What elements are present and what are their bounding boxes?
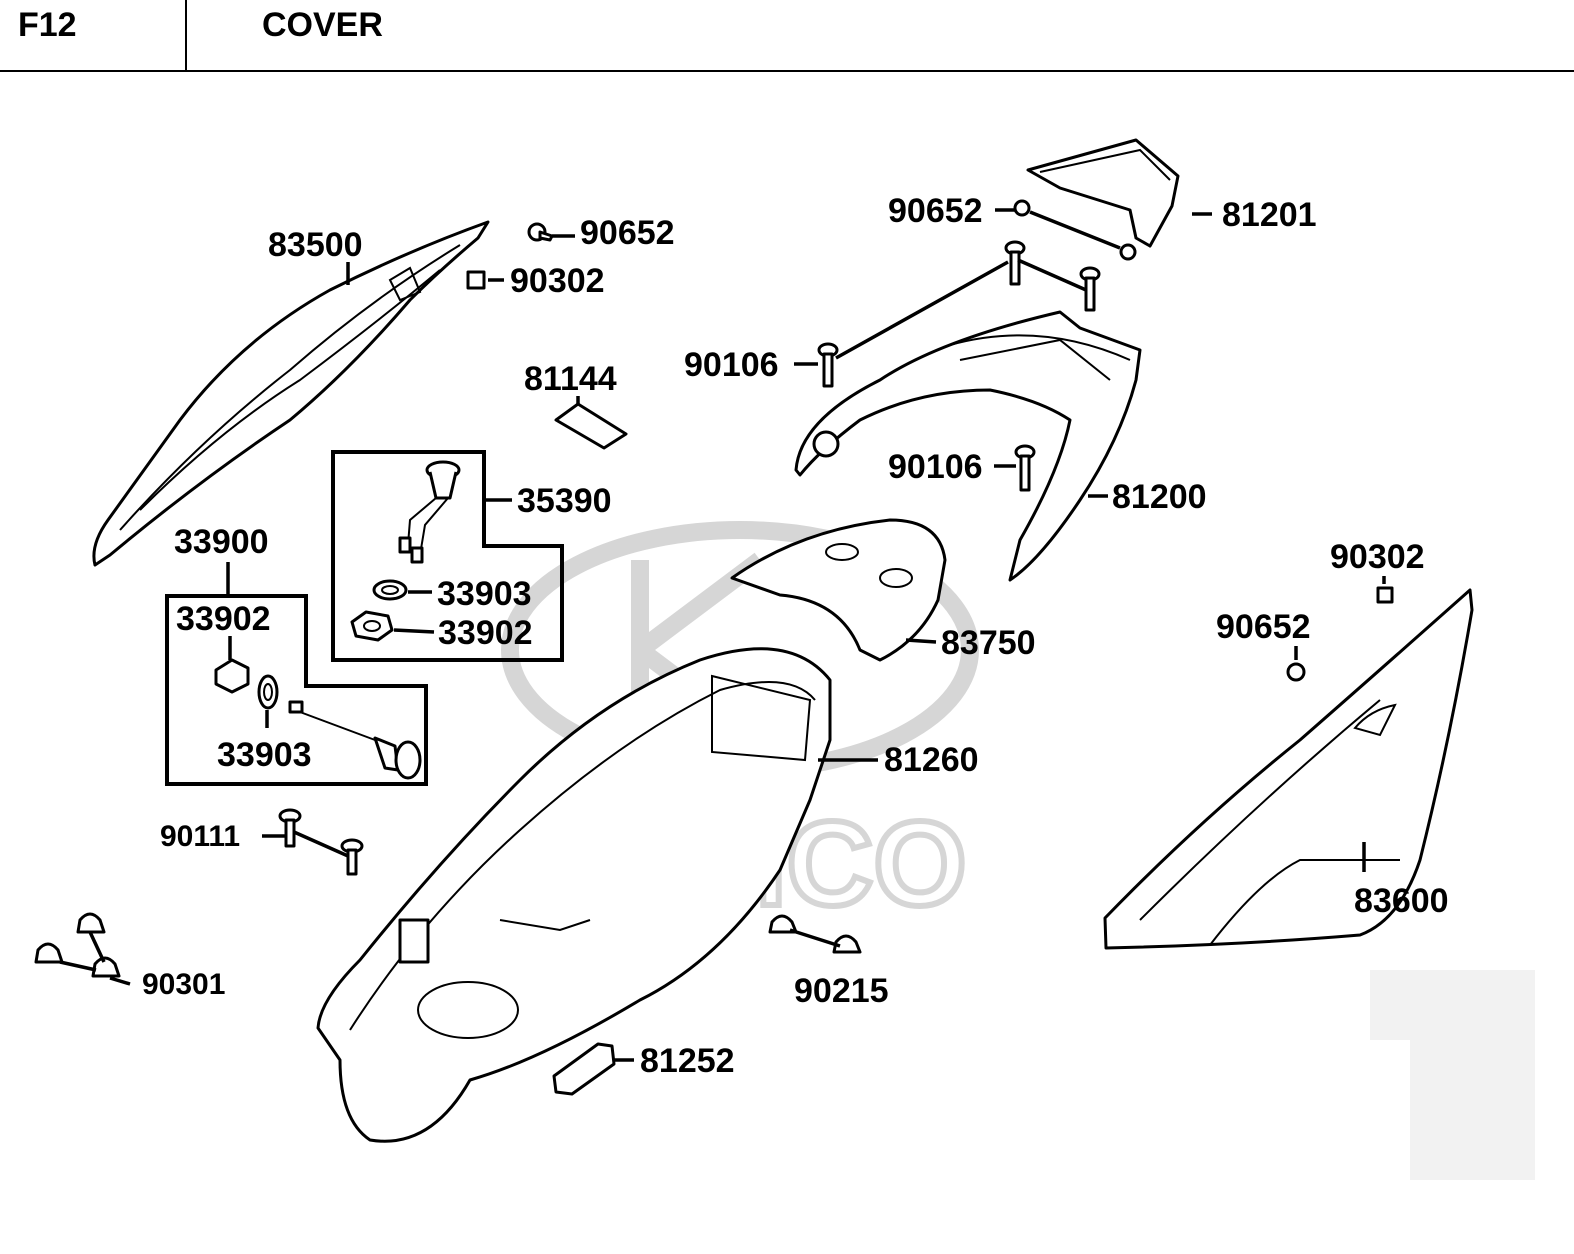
label-33900: 33900 <box>174 523 269 561</box>
label-33903-a: 33903 <box>437 575 532 613</box>
part-90652-screw-c <box>1286 662 1306 682</box>
label-81200: 81200 <box>1112 478 1207 516</box>
label-33903-b: 33903 <box>217 736 312 774</box>
part-33903-washer-b <box>257 674 279 710</box>
part-81260-helmet-box <box>316 647 832 1143</box>
label-81144: 81144 <box>524 360 617 398</box>
part-33902-nut-a <box>350 610 394 642</box>
part-83750-seat-cover <box>730 518 947 662</box>
label-81260: 81260 <box>884 741 979 779</box>
label-90106-a: 90106 <box>684 346 779 384</box>
label-90652-c: 90652 <box>1216 608 1311 646</box>
part-33902-nut-b <box>214 658 250 694</box>
label-33902-b: 33902 <box>176 600 271 638</box>
part-90106-bolts-a <box>817 240 1101 388</box>
assembly-box-33900 <box>165 594 428 786</box>
part-35390-socket <box>398 460 461 564</box>
part-90302-clip-a <box>466 270 486 290</box>
label-90111: 90111 <box>160 820 240 853</box>
diagram-title: COVER <box>262 6 383 44</box>
label-81201: 81201 <box>1222 196 1317 234</box>
label-90302-a: 90302 <box>510 262 605 300</box>
label-35390: 35390 <box>517 482 612 520</box>
part-81200-grab-rail <box>794 310 1142 582</box>
part-83600-right-side-cover <box>1103 588 1474 950</box>
label-90215: 90215 <box>794 972 889 1010</box>
page-header: F12 COVER <box>0 0 1574 72</box>
exploded-parts-diagram: KYMCO 83500 90652 90302 81144 35390 <box>34 138 1535 1180</box>
label-90652-b: 90652 <box>888 192 983 230</box>
part-33903-washer-a <box>372 579 408 601</box>
part-90652-screw-a <box>527 222 554 242</box>
part-90111-bolts <box>278 808 364 876</box>
part-81144-emblem <box>554 402 628 450</box>
label-33902-a: 33902 <box>438 614 533 652</box>
part-83500-left-side-cover <box>92 220 490 567</box>
part-33900-socket <box>288 700 422 780</box>
part-90652-screws-b <box>1013 199 1137 261</box>
label-81252: 81252 <box>640 1042 735 1080</box>
part-90301-cap-nuts <box>34 912 121 978</box>
label-90106-b: 90106 <box>888 448 983 486</box>
part-90302-clip-b <box>1376 586 1394 604</box>
label-90302-b: 90302 <box>1330 538 1425 576</box>
part-81201-rear-cap <box>1026 138 1180 248</box>
part-90215-nuts <box>768 914 862 954</box>
header-divider <box>185 0 187 72</box>
part-90106-bolt-b <box>1014 444 1036 492</box>
label-83750: 83750 <box>941 624 1036 662</box>
diagram-code: F12 <box>18 6 77 44</box>
assembly-box-35390 <box>331 450 564 662</box>
label-90652-a: 90652 <box>580 214 675 252</box>
part-81252-label-plate <box>552 1042 616 1096</box>
label-83600: 83600 <box>1354 882 1449 920</box>
label-90301: 90301 <box>142 968 225 1001</box>
label-83500: 83500 <box>268 226 363 264</box>
